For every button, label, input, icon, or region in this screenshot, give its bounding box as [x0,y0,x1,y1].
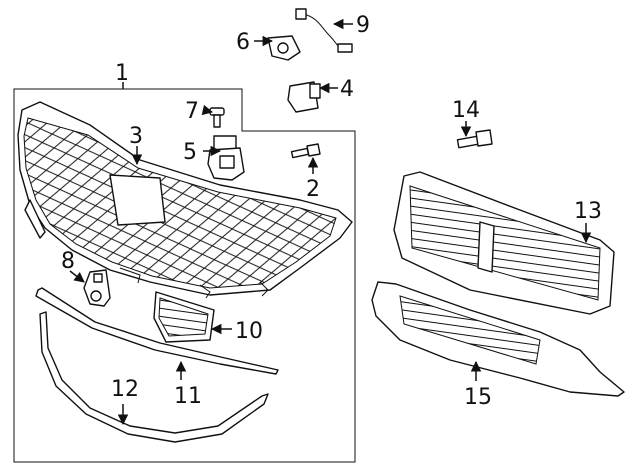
leader-7 [201,104,214,116]
callout-1: 1 [115,61,129,86]
wire-clip [267,35,301,61]
callout-9: 9 [356,13,370,38]
callout-7: 7 [185,99,199,124]
callout-6: 6 [236,30,250,55]
callout-14: 14 [452,98,480,123]
callout-11: 11 [174,384,202,409]
callout-12: 12 [111,377,139,402]
retainer-pin [209,107,225,128]
upper-grille [17,101,353,299]
sensor-bracket [207,135,245,181]
callout-13: 13 [574,199,602,224]
trim-molding [35,287,279,375]
callout-15: 15 [464,385,492,410]
bolt-large [456,129,493,149]
callout-5: 5 [183,140,197,165]
wiring-harness [295,8,353,53]
emblem-bezel [153,291,215,343]
lower-surround [39,311,269,443]
callout-3: 3 [129,124,143,149]
shutter-assembly [393,171,615,315]
camera-bracket [83,269,111,307]
callout-10: 10 [235,319,263,344]
callout-8: 8 [61,249,75,274]
lower-grille [371,281,625,397]
bolt-small [290,143,321,159]
callout-2: 2 [306,177,320,202]
radar-sensor [287,81,321,113]
callout-4: 4 [340,77,354,102]
leader-8 [69,270,85,283]
assembly-box [13,88,356,463]
